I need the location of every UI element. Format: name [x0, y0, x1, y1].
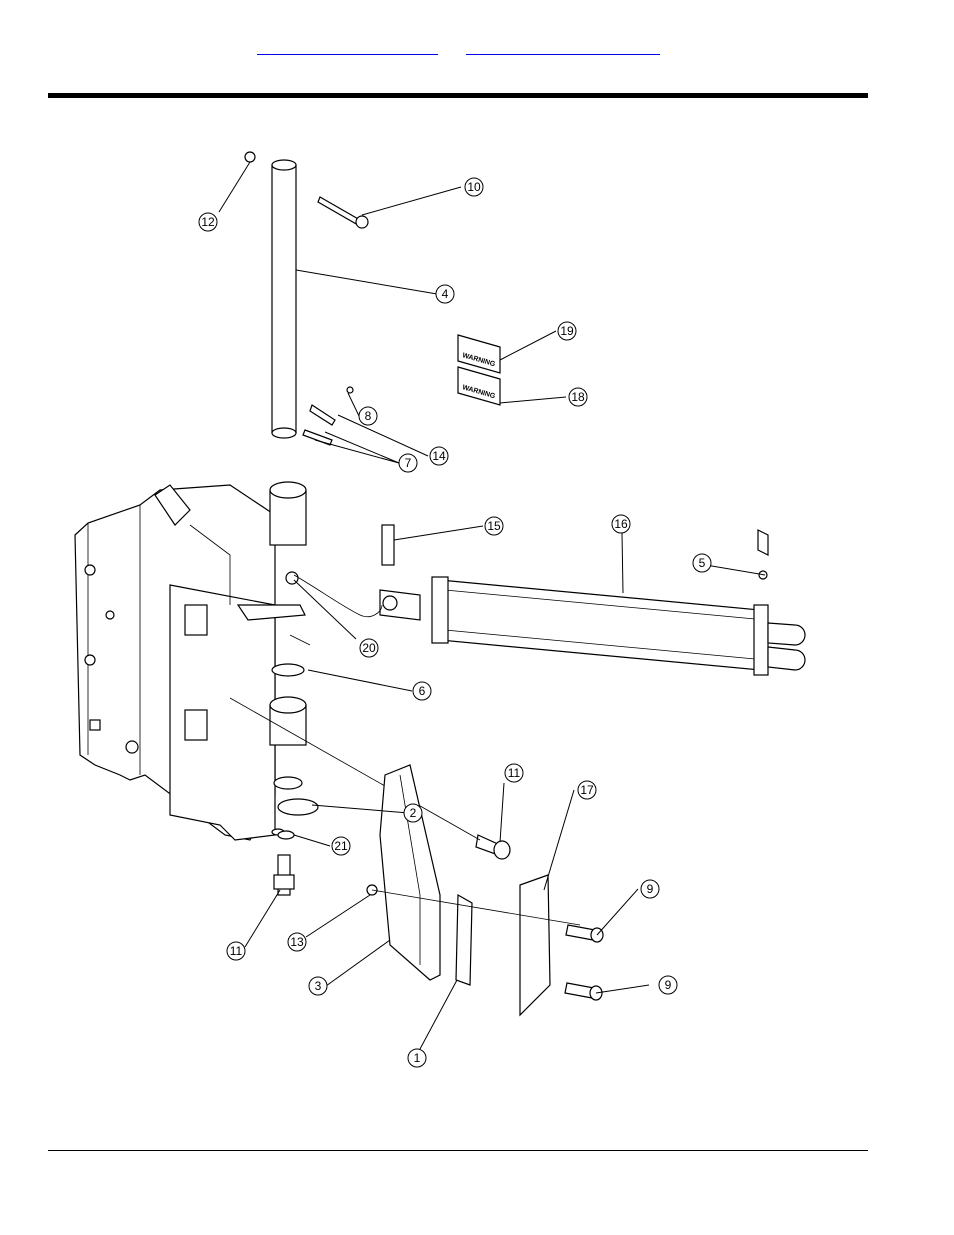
bolt-10 — [318, 197, 368, 228]
callout-16: 16 — [612, 515, 630, 533]
header-link-1[interactable] — [257, 38, 438, 55]
nut-12 — [245, 152, 255, 162]
callout-11-lower: 11 — [227, 942, 245, 960]
bolt-11-lower — [274, 855, 294, 895]
svg-text:14: 14 — [432, 449, 446, 463]
warning-decal-18: WARNING — [458, 367, 500, 405]
bolt-9-upper — [566, 925, 603, 942]
svg-text:18: 18 — [571, 390, 585, 404]
svg-text:5: 5 — [699, 556, 706, 570]
callout-20: 20 — [360, 639, 378, 657]
svg-text:1: 1 — [414, 1051, 421, 1065]
svg-text:4: 4 — [442, 287, 449, 301]
callout-3: 3 — [309, 977, 327, 995]
bracket-3 — [380, 765, 440, 980]
cotter-pin — [290, 635, 310, 645]
washer-2 — [278, 799, 318, 815]
plate-1 — [456, 895, 472, 985]
svg-text:13: 13 — [290, 935, 304, 949]
frame-assembly — [75, 485, 275, 840]
callout-6: 6 — [413, 682, 431, 700]
callout-1: 1 — [408, 1049, 426, 1067]
callout-12: 12 — [199, 213, 217, 231]
svg-text:9: 9 — [665, 978, 672, 992]
callout-14: 14 — [430, 447, 448, 465]
svg-text:9: 9 — [647, 882, 654, 896]
callout-11-upper: 11 — [505, 764, 523, 782]
callout-4: 4 — [436, 285, 454, 303]
svg-text:2: 2 — [410, 806, 417, 820]
bolt-11-upper — [476, 835, 510, 859]
washer-21 — [278, 831, 294, 839]
svg-text:15: 15 — [487, 519, 501, 533]
callout-19: 19 — [558, 322, 576, 340]
latch-parts — [303, 387, 353, 445]
callout-10: 10 — [465, 178, 483, 196]
parts-diagram: WARNING WARNING — [60, 135, 820, 1080]
header-link-2[interactable] — [466, 38, 660, 55]
callout-9-lower: 9 — [659, 976, 677, 994]
callout-21: 21 — [332, 837, 350, 855]
callout-7: 7 — [399, 454, 417, 472]
footer-rule — [48, 1150, 868, 1151]
callout-9-upper: 9 — [641, 880, 659, 898]
svg-text:8: 8 — [365, 409, 372, 423]
svg-text:20: 20 — [362, 641, 376, 655]
svg-text:6: 6 — [419, 684, 426, 698]
callout-8: 8 — [359, 407, 377, 425]
svg-text:16: 16 — [614, 517, 628, 531]
pivot-pin — [272, 160, 296, 438]
callout-17: 17 — [578, 781, 596, 799]
lever-plate — [238, 605, 305, 620]
svg-text:3: 3 — [315, 979, 322, 993]
svg-text:10: 10 — [467, 180, 481, 194]
svg-text:12: 12 — [201, 215, 215, 229]
callout-2: 2 — [404, 804, 422, 822]
plate-17 — [520, 875, 550, 1015]
callout-5: 5 — [693, 554, 711, 572]
bolt-9-lower — [565, 983, 602, 1000]
callout-18: 18 — [569, 388, 587, 406]
svg-text:21: 21 — [334, 839, 348, 853]
callout-15: 15 — [485, 517, 503, 535]
svg-text:17: 17 — [580, 783, 594, 797]
svg-text:11: 11 — [508, 766, 521, 780]
svg-text:7: 7 — [405, 456, 412, 470]
warning-decal-19: WARNING — [458, 335, 500, 373]
header-rule — [48, 93, 868, 98]
callout-13: 13 — [288, 933, 306, 951]
svg-text:11: 11 — [230, 944, 243, 958]
svg-text:19: 19 — [560, 324, 574, 338]
